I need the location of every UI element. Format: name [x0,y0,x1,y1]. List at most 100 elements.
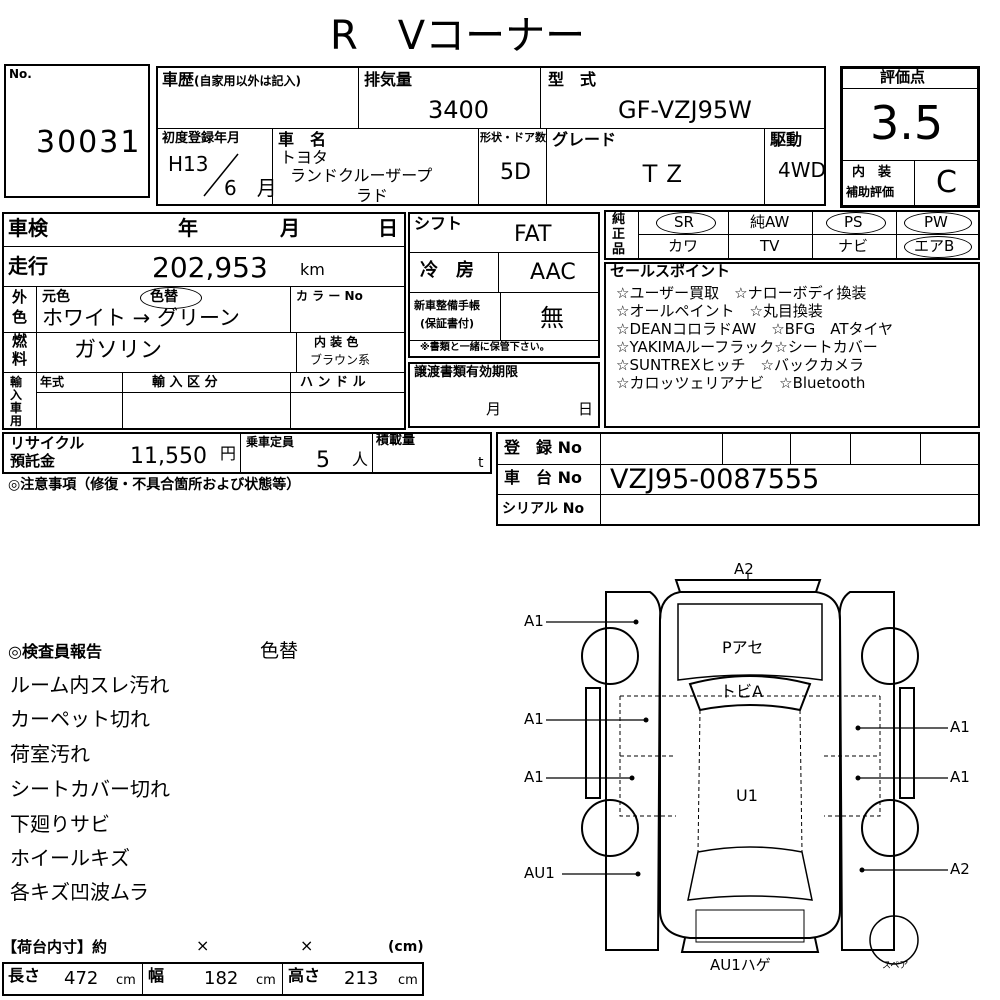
grade-value: ＴＺ [638,160,686,188]
body-doors-label: 形状・ドア数 [480,131,546,144]
inspection-label: 車検 [8,216,48,240]
cargo-width-label: 幅 [148,966,165,985]
inspector-item-2: カーペット切れ [10,707,150,731]
cargo-title: 【荷台内寸】約 [2,938,108,956]
color-repaint-label: 色替 [150,289,178,305]
notes-label: ◎注意事項（修復・不具合箇所および状態等） [8,477,301,493]
recycle-label-2: 預託金 [10,452,56,470]
shift-label: シフト [414,214,463,233]
service-book-label-1: 新車整備手帳 [414,299,480,312]
inspection-day: 日 [378,216,398,240]
interior-color-label: 内 装 色 [314,335,359,349]
cargo-length-label: 長さ [8,966,41,985]
serial-label: シリアル No [502,501,585,517]
aircon-value: AAC [530,260,576,285]
sales-point-4: ☆YAKIMAルーフラック☆シートカバー [616,338,878,356]
diagram-label-roof: U1 [736,786,758,805]
diagram-label-right-mid2: A1 [950,768,970,786]
drive-value: 4WD [778,158,826,182]
diagram-label-spare: スペア [882,961,909,971]
color-side-1: 外 [12,288,28,306]
drive-label: 駆動 [770,130,803,149]
cargo-height: 213 [344,968,379,989]
registration-block [496,432,980,526]
cargo-length-cm: cm [116,973,136,988]
import-side: 輸入車用 [10,375,23,428]
header-block [156,66,826,206]
displacement-label: 排気量 [364,70,413,89]
service-book-label-2: (保証書付) [420,317,475,330]
inspector-item-7: 各キズ凹波ムラ [10,880,149,904]
cargo-height-cm: cm [398,973,418,988]
inspector-item-5: 下廻りサビ [10,812,110,836]
car-model-2: ラド [356,186,389,205]
sales-point-3: ☆DEANコロラドAW ☆BFG ATタイヤ [616,320,894,338]
registration-label: 登 録 No [504,438,582,457]
diagram-label-left-mid1: A1 [524,710,544,728]
chassis-value: VZJ95-0087555 [610,464,820,495]
chassis-label: 車 台 No [504,468,582,487]
cargo-block [2,962,424,996]
load-unit: t [478,455,484,471]
diagram-label-left-rear: AU1 [524,864,555,882]
import-class-label: 輸 入 区 分 [152,375,218,390]
capacity-label: 乗車定員 [246,435,295,449]
rating-value: 3.5 [870,96,944,150]
sales-point-1: ☆ユーザー買取 ☆ナローボディ換装 [616,284,867,302]
mileage-label: 走行 [8,254,48,278]
diagram-label-left-front: A1 [524,612,544,630]
inspector-item-1: ルーム内スレ汚れ [10,673,170,697]
rating-label: 評価点 [880,68,926,86]
first-reg-label: 初度登録年月 [162,131,241,146]
import-handle-label: ハ ン ド ル [300,375,366,390]
import-year-label: 年式 [40,375,65,389]
equip-sr: SR [674,213,694,231]
sales-point-6: ☆カロッツェリアナビ ☆Bluetooth [616,374,866,392]
car-damage-diagram [546,574,948,965]
shift-value: FAT [514,222,552,247]
model-type-label: 型 式 [548,70,597,89]
mileage-value: 202,953 [152,251,268,284]
cargo-width-cm: cm [256,973,276,988]
diagram-label-right-mid1: A1 [950,718,970,736]
inspector-item-6: ホイールキズ [10,846,130,870]
displacement-value: 3400 [428,96,490,124]
recycle-label-1: リサイクル [10,434,85,452]
color-code-label: カ ラ ー No [296,289,363,303]
transfer-block [408,362,600,428]
sales-point-2: ☆オールペイント ☆丸目換装 [616,302,823,320]
equipment-block [604,210,980,260]
equip-navi: ナビ [838,237,869,255]
cargo-height-label: 高さ [288,966,321,985]
mileage-unit: km [300,260,325,279]
equip-pw: PW [924,213,948,231]
cargo-x1: × [196,936,210,955]
interior-value: C [936,165,957,200]
recycle-block [2,432,492,474]
car-maker: トヨタ [280,148,329,167]
first-reg-year: H13 [168,152,209,176]
equip-aw: 純AW [750,213,790,231]
equip-leather: カワ [668,237,699,255]
model-type-value: GF-VZJ95W [618,96,752,124]
cargo-width: 182 [204,968,239,989]
history-label: 車歴(自家用以外は記入) [162,70,301,89]
diagram-label-top: A2 [734,560,754,578]
service-book-value: 無 [540,304,564,332]
sales-point-5: ☆SUNTREXヒッチ ☆バックカメラ [616,356,864,374]
inspection-month: 月 [280,216,300,240]
lot-box [4,64,150,198]
diagram-label-right-rear: A2 [950,860,970,878]
recycle-unit: 円 [220,444,237,463]
transfer-label: 譲渡書類有効期限 [414,365,519,380]
interior-label-2: 補助評価 [846,185,895,199]
lot-label: No. [9,67,32,81]
interior-color-value: ブラウン系 [310,353,371,367]
inspection-year: 年 [178,216,198,240]
sales-points-label: セールスポイント [610,262,731,280]
diagram-label-windshield: トビA [720,682,763,701]
spec-block [2,212,406,430]
rating-box [840,66,980,208]
equip-airbag: エアB [914,237,955,255]
shift-block [408,212,600,358]
